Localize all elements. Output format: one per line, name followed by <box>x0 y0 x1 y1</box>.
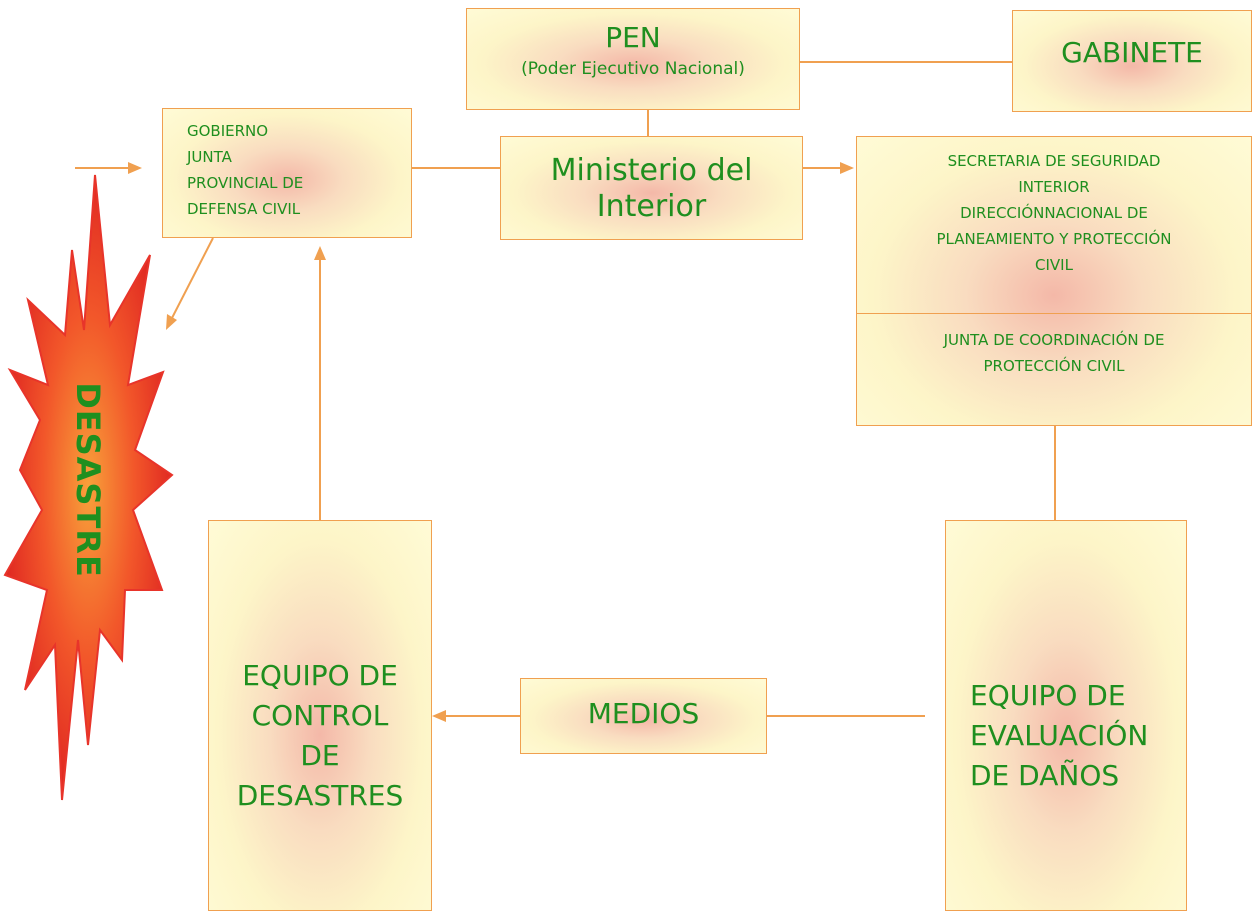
equipo-control-line-2: CONTROL <box>251 699 389 732</box>
desastre-label: DESASTRE <box>69 382 107 578</box>
equipo-control-box: EQUIPO DE CONTROL DE DESASTRES <box>208 520 432 911</box>
arrowhead <box>314 246 326 260</box>
arrowhead <box>128 162 142 174</box>
ministerio-line-1: Ministerio del <box>550 153 753 188</box>
secretaria-panel: SECRETARIA DE SEGURIDAD INTERIOR DIRECCI… <box>856 136 1252 426</box>
secretaria-line-1: SECRETARIA DE SEGURIDAD <box>947 152 1161 170</box>
junta-coordinacion-line-1: JUNTA DE COORDINACIÓN DE <box>943 331 1165 349</box>
equipo-evaluacion-line-3: DE DAÑOS <box>970 759 1120 792</box>
gobierno-line-1: GOBIERNO <box>187 122 269 140</box>
ministerio-line-2: Interior <box>596 189 707 224</box>
pen-title: PEN <box>605 21 661 54</box>
pen-subtitle: (Poder Ejecutivo Nacional) <box>521 59 745 79</box>
pen-box: PEN (Poder Ejecutivo Nacional) <box>466 8 800 110</box>
gabinete-box: GABINETE <box>1012 10 1252 112</box>
arrowhead <box>840 162 854 174</box>
secretaria-line-3: DIRECCIÓNNACIONAL DE <box>960 204 1148 222</box>
equipo-evaluacion-line-1: EQUIPO DE <box>970 679 1126 712</box>
medios-box: MEDIOS <box>520 678 767 754</box>
equipo-control-line-3: DE <box>300 739 340 772</box>
secretaria-line-5: CIVIL <box>1035 256 1073 274</box>
secretaria-section: SECRETARIA DE SEGURIDAD INTERIOR DIRECCI… <box>857 137 1251 313</box>
panel-divider <box>857 313 1251 314</box>
arrowhead <box>166 314 177 330</box>
gobierno-line-2: JUNTA <box>187 148 232 166</box>
equipo-evaluacion-line-2: EVALUACIÓN <box>970 719 1149 752</box>
equipo-evaluacion-box: EQUIPO DE EVALUACIÓN DE DAÑOS <box>945 520 1187 911</box>
arrow-gobierno-desastre <box>171 237 214 319</box>
arrowhead <box>432 710 446 722</box>
equipo-control-line-4: DESASTRES <box>236 779 404 812</box>
gabinete-title: GABINETE <box>1061 36 1203 69</box>
gobierno-line-4: DEFENSA CIVIL <box>187 200 301 218</box>
medios-title: MEDIOS <box>587 697 700 730</box>
desastre-burst-shape <box>3 174 174 801</box>
equipo-control-line-1: EQUIPO DE <box>242 659 398 692</box>
gobierno-box: GOBIERNO JUNTA PROVINCIAL DE DEFENSA CIV… <box>162 108 412 238</box>
junta-coordinacion-section: JUNTA DE COORDINACIÓN DE PROTECCIÓN CIVI… <box>857 314 1251 376</box>
junta-coordinacion-line-2: PROTECCIÓN CIVIL <box>983 357 1125 375</box>
secretaria-line-2: INTERIOR <box>1018 178 1090 196</box>
ministerio-box: Ministerio del Interior <box>500 136 803 240</box>
secretaria-line-4: PLANEAMIENTO Y PROTECCIÓN <box>936 230 1172 248</box>
gobierno-line-3: PROVINCIAL DE <box>187 174 304 192</box>
